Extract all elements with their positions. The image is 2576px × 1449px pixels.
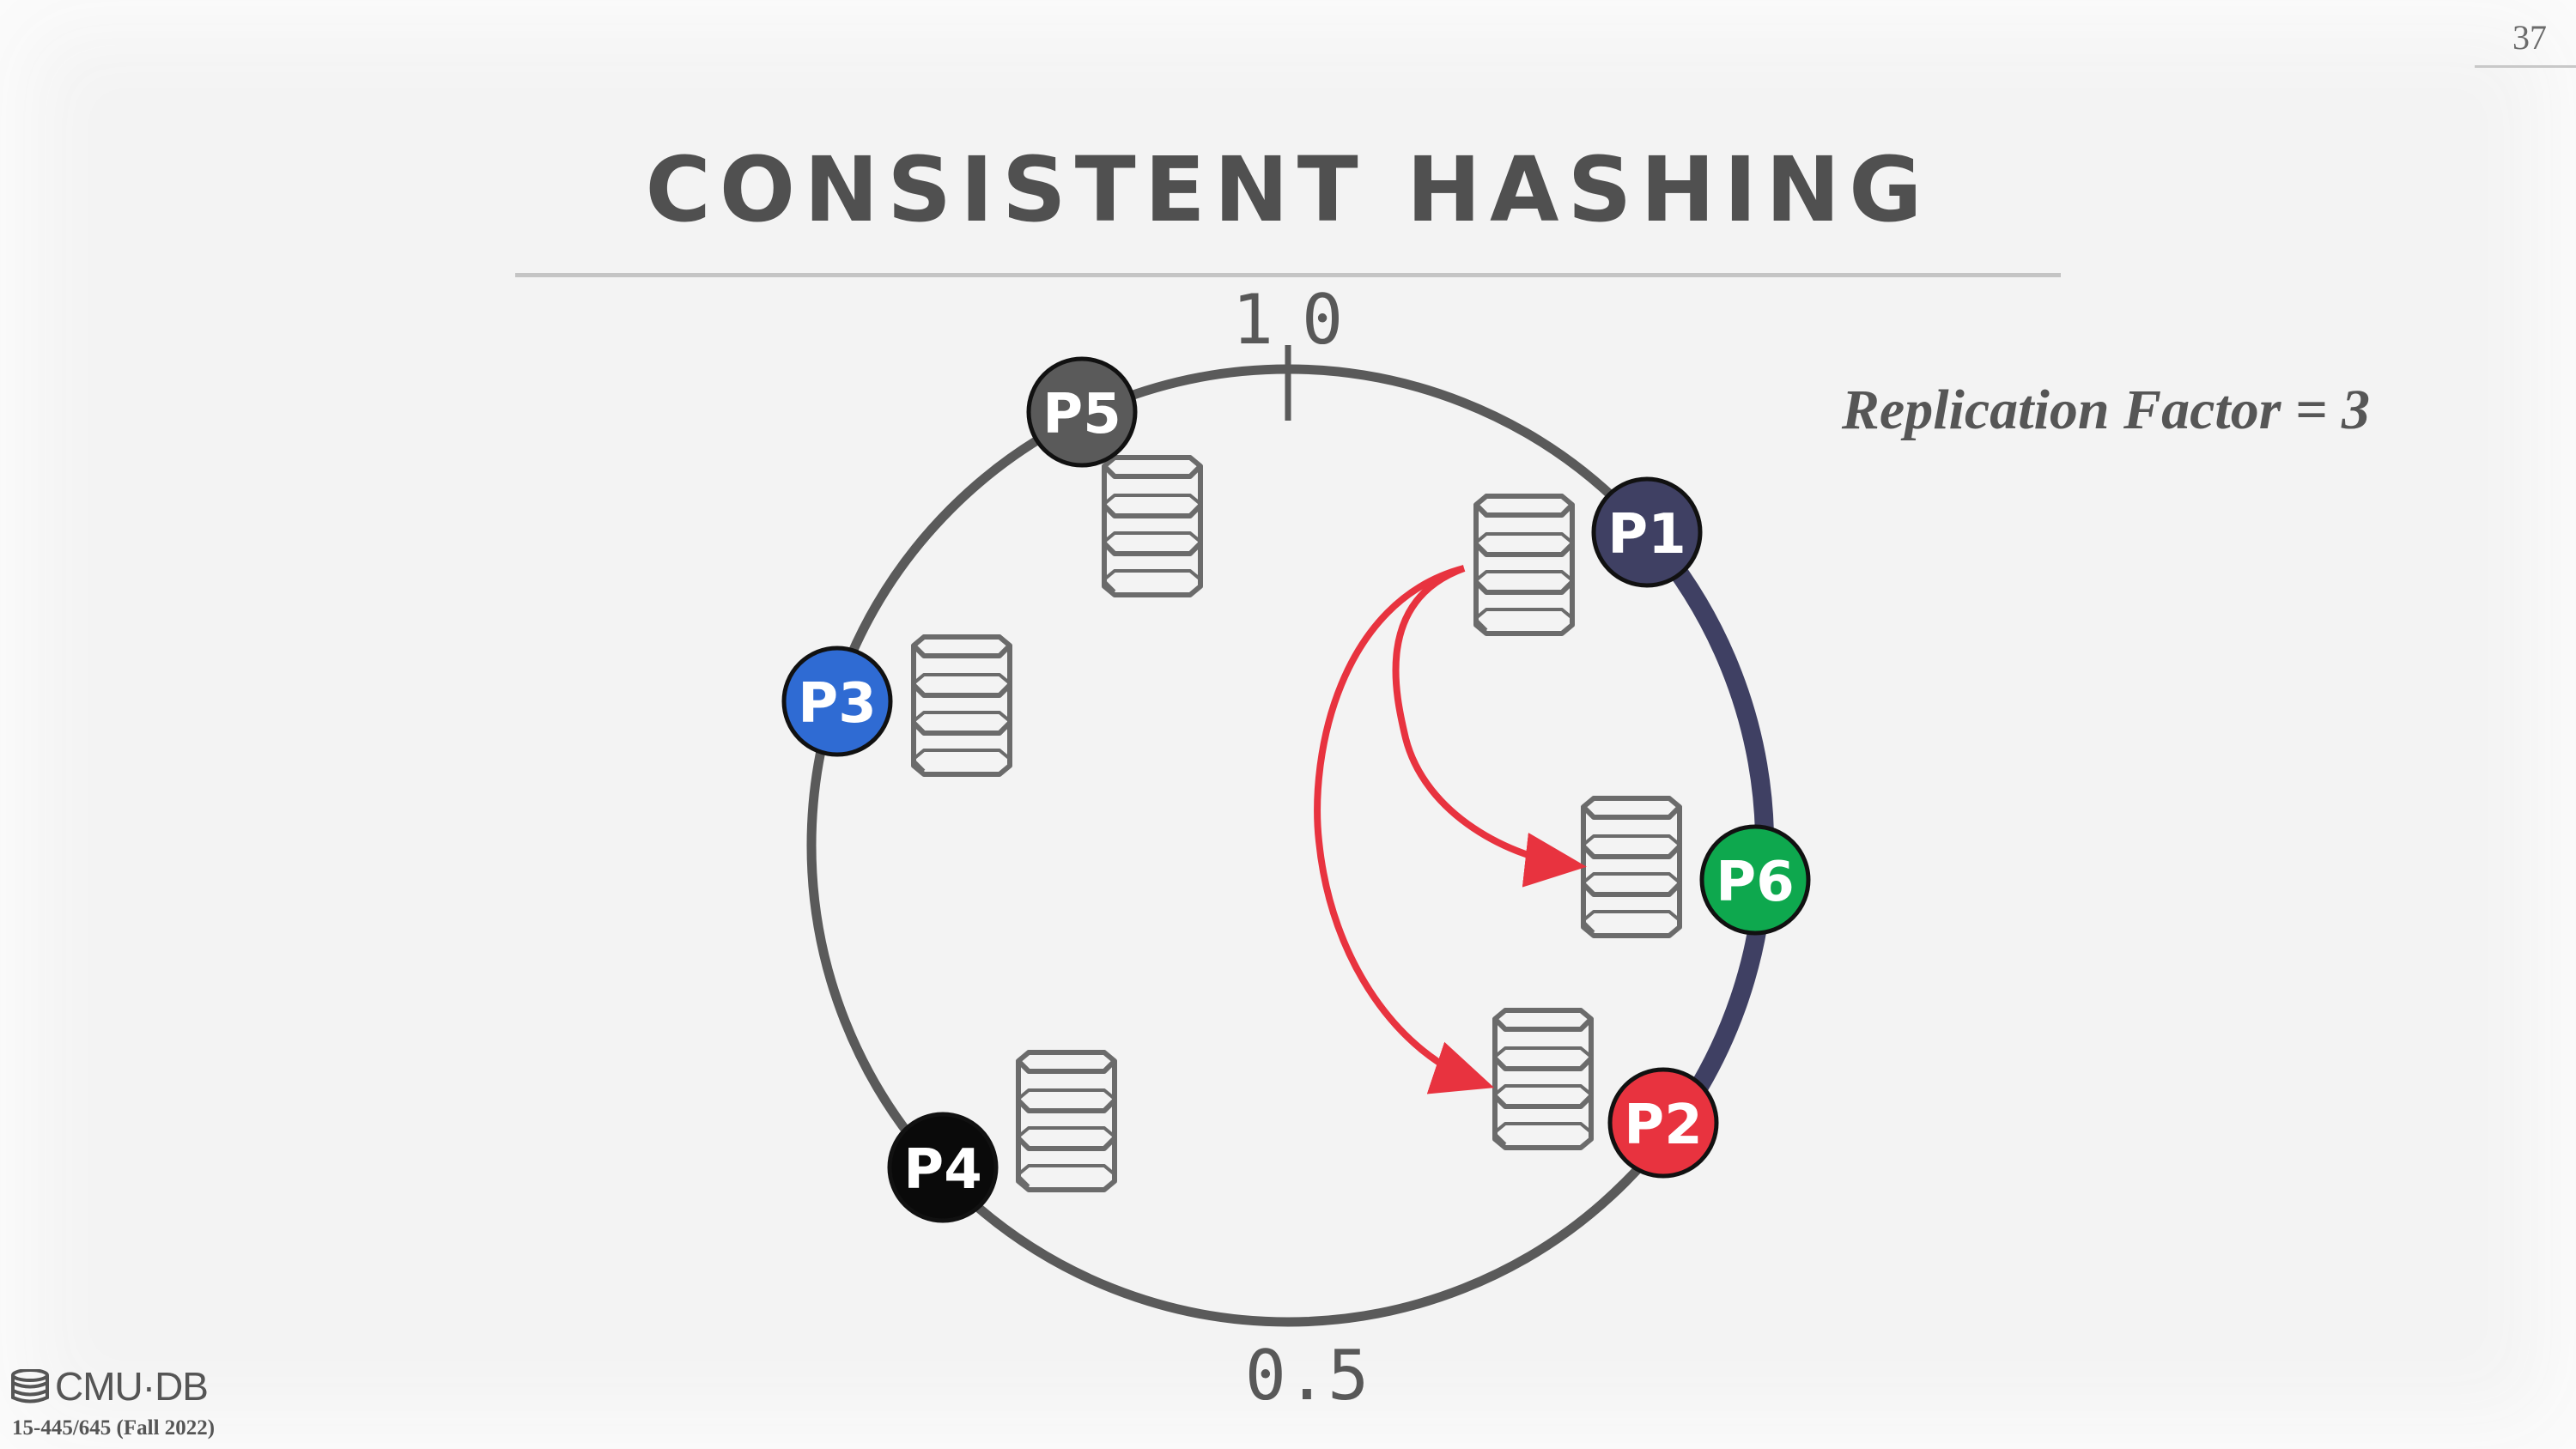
partition-label: P1: [1607, 503, 1686, 567]
ring-label-one: 1: [1232, 280, 1273, 360]
partition-label: P6: [1716, 851, 1794, 914]
partition-node-p1: P1: [1591, 476, 1703, 588]
partition-label: P3: [798, 672, 876, 736]
database-icon: [1476, 496, 1572, 634]
ring-label-zero: 0: [1302, 280, 1343, 360]
title-divider: [515, 273, 2061, 277]
slide-number-divider: [2475, 65, 2576, 68]
partition-node-p2: P2: [1607, 1067, 1719, 1179]
partition-node-p4: P4: [887, 1112, 999, 1223]
database-icon: [1495, 1010, 1591, 1148]
slide-title: CONSISTENT HASHING: [645, 137, 1931, 242]
partition-node-p5: P5: [1026, 356, 1138, 468]
replication-arrow-to-p2: [1314, 565, 1495, 1094]
partition-node-p6: P6: [1699, 824, 1811, 936]
partition-label: P4: [903, 1138, 981, 1202]
database-logo-icon: [11, 1369, 49, 1404]
slide-number: 37: [2512, 18, 2547, 57]
cmu-db-logo: CMU·DB: [10, 1363, 209, 1410]
partition-node-p3: P3: [781, 646, 893, 757]
ring-label-half: 0.5: [1245, 1336, 1370, 1416]
replication-arrow-to-p6: [1392, 565, 1587, 888]
partition-label: P5: [1042, 383, 1121, 446]
partition-label: P2: [1624, 1094, 1702, 1157]
database-icon: [914, 637, 1010, 774]
logo-text: CMU·DB: [55, 1364, 209, 1409]
database-icon: [1018, 1052, 1115, 1190]
database-icon: [1583, 798, 1680, 936]
course-label: 15-445/645 (Fall 2022): [12, 1416, 216, 1440]
replication-factor-label: Replication Factor = 3: [1841, 379, 2370, 441]
database-icon: [1104, 458, 1200, 595]
